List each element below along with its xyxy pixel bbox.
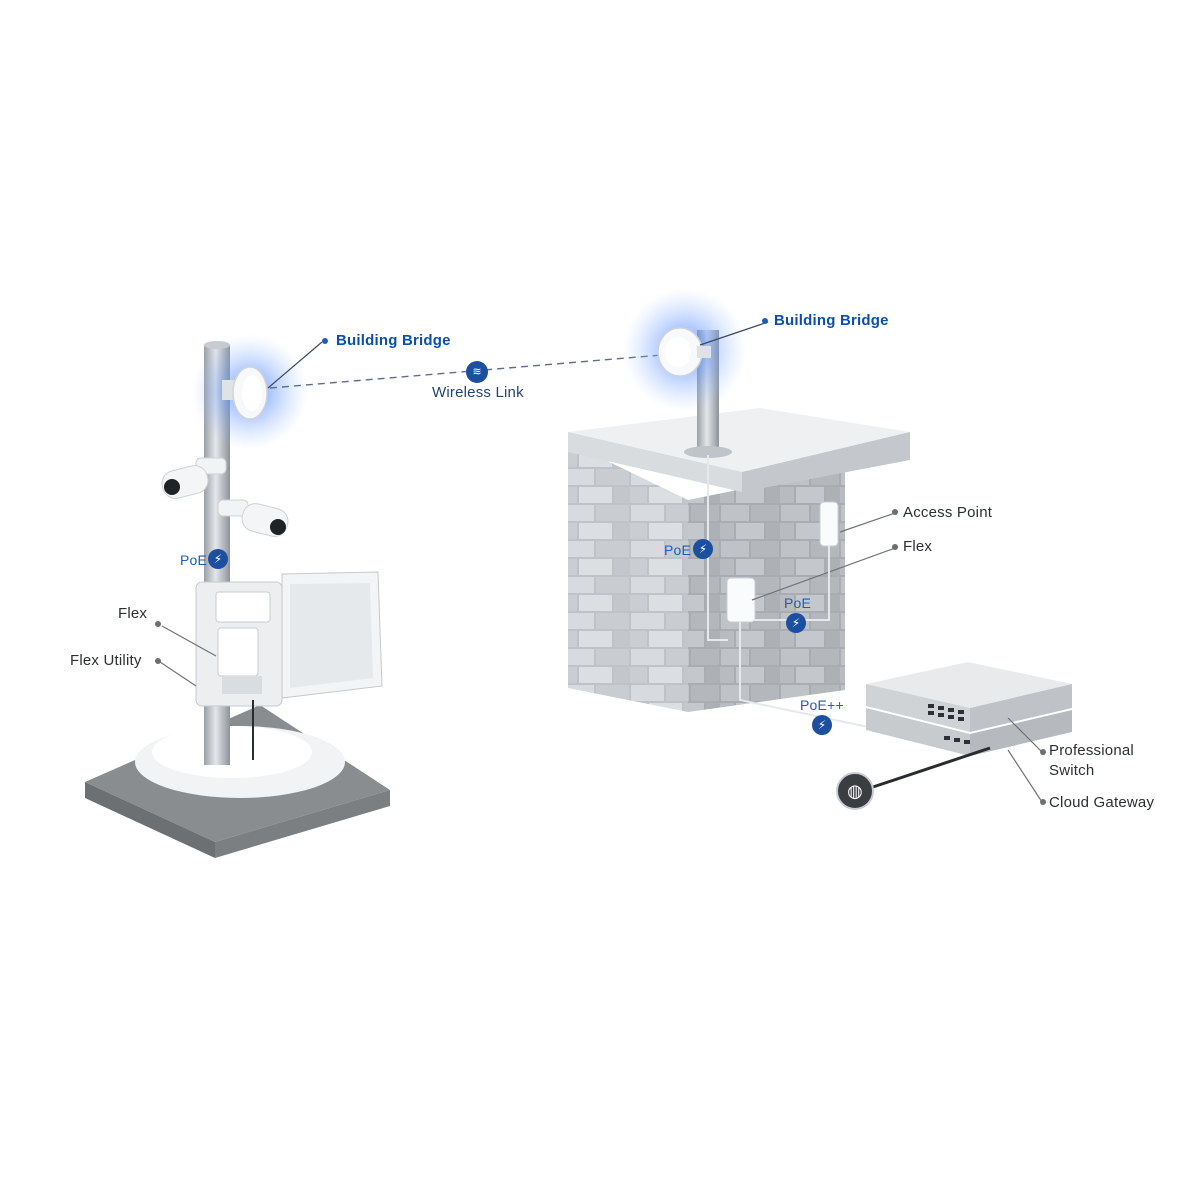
flex-utility-enclosure [195, 571, 383, 760]
poe-building-right-label: PoE [784, 595, 812, 611]
camera-lower [217, 499, 289, 537]
access-point-device [819, 501, 839, 547]
professional-switch-label-line2: Switch [1049, 762, 1095, 779]
lightning-bolt-icon: ⚡ [693, 539, 713, 559]
professional-switch-label-line1: Professional [1049, 742, 1134, 759]
building-bridge-left-label: Building Bridge [336, 332, 451, 349]
flex-pole-label: Flex [118, 605, 148, 622]
poe-plus-plus-label: PoE++ [800, 697, 844, 713]
flex-utility-marker [155, 658, 161, 664]
poe-building-left-label: PoE [664, 542, 692, 558]
flex-utility-label: Flex Utility [70, 652, 142, 669]
flex-building-marker [892, 544, 898, 550]
flex-building-label: Flex [903, 538, 933, 555]
professional-switch-marker [1040, 749, 1046, 755]
wireless-link-label: Wireless Link [432, 384, 524, 401]
building-bridge-right-label: Building Bridge [774, 312, 889, 329]
wireless-waves-icon: ≋ [466, 361, 488, 383]
professional-switch-device [866, 662, 1072, 732]
access-point-marker [892, 509, 898, 515]
building-bridge-right-device [657, 327, 711, 377]
lightning-bolt-icon: ⚡ [786, 613, 806, 633]
building-bridge-left-device [222, 366, 268, 420]
building-flex-device [726, 577, 756, 623]
poe-pole-label: PoE [180, 552, 208, 568]
brick-building [568, 408, 910, 712]
cloud-gateway-marker [1040, 799, 1046, 805]
ground-slab [85, 705, 390, 858]
access-point-label: Access Point [903, 504, 993, 521]
cloud-gateway-device [866, 708, 1072, 756]
lightning-bolt-icon: ⚡ [208, 549, 228, 569]
camera-upper [161, 457, 227, 499]
lightning-bolt-icon: ⚡ [812, 715, 832, 735]
globe-icon: ◍ [836, 772, 874, 810]
cloud-gateway-label: Cloud Gateway [1049, 794, 1155, 811]
flex-pole-marker [155, 621, 161, 627]
building-bridge-left-marker [322, 338, 328, 344]
building-bridge-right-marker [762, 318, 768, 324]
